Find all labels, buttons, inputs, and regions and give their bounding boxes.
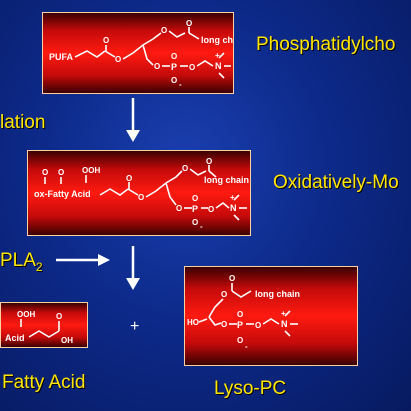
svg-text:O: O: [192, 194, 198, 203]
svg-text:O: O: [182, 164, 188, 173]
svg-text:O: O: [171, 76, 177, 85]
phosphatidylcholine-label: Phosphatidylcho: [256, 34, 396, 55]
svg-text:-: -: [200, 222, 203, 231]
pufa-label: PUFA: [49, 52, 74, 62]
svg-text:O: O: [115, 55, 121, 64]
svg-text:OOH: OOH: [17, 310, 35, 319]
svg-text:O: O: [138, 193, 144, 202]
svg-text:+: +: [281, 309, 286, 318]
long-chain-label: long chain: [255, 289, 300, 299]
svg-text:O: O: [206, 157, 212, 166]
svg-text:O: O: [221, 320, 227, 329]
svg-text:O: O: [189, 63, 195, 72]
plus-sign: +: [130, 318, 140, 335]
svg-text:P: P: [171, 62, 177, 72]
svg-text:N: N: [281, 319, 288, 329]
svg-text:O: O: [42, 168, 48, 177]
svg-text:O: O: [221, 290, 227, 299]
svg-text:O: O: [208, 205, 214, 214]
hydroperoxide-label: OOH: [82, 166, 100, 175]
svg-text:P: P: [237, 320, 243, 330]
phosphatidylcholine-structure: PUFA O O O O long chain O P O O - O N +: [42, 12, 234, 94]
svg-text:-: -: [179, 80, 182, 89]
pla2-right-arrow: [56, 254, 110, 266]
fatty-acid-structure: OOH Acid O OH: [0, 302, 88, 348]
down-arrow-2: [126, 246, 140, 290]
svg-text:O: O: [56, 312, 62, 321]
down-arrow-1: [126, 98, 140, 142]
lyso-pc-structure: O long chain O HO O P O O - O N +: [184, 266, 358, 366]
svg-text:O: O: [171, 52, 177, 61]
svg-text:N: N: [215, 61, 222, 71]
svg-text:O: O: [58, 168, 64, 177]
svg-text:O: O: [186, 19, 192, 28]
acid-label: Acid: [5, 333, 25, 343]
lyso-pc-label: Lyso-PC: [214, 378, 287, 399]
hydroxyl-label: HO: [187, 318, 199, 327]
svg-text:O: O: [126, 174, 132, 183]
ox-fatty-acid-label: ox-Fatty Acid: [34, 189, 91, 199]
oxidized-pc-structure: O O OOH ox-Fatty Acid O O O O long chain…: [27, 150, 251, 236]
svg-text:O: O: [192, 218, 198, 227]
long-chain-label: long chain: [204, 175, 249, 185]
svg-text:-: -: [245, 342, 248, 351]
oxidation-label: lation: [0, 112, 46, 133]
fatty-acid-label: Fatty Acid: [2, 372, 86, 393]
svg-text:+: +: [230, 193, 235, 202]
oxidatively-modified-label: Oxidatively-Mo: [273, 172, 399, 193]
svg-text:O: O: [255, 321, 261, 330]
svg-text:O: O: [176, 204, 182, 213]
svg-text:P: P: [192, 204, 198, 214]
svg-text:O: O: [237, 336, 243, 345]
long-chain-label: long chain: [201, 35, 234, 45]
svg-text:OH: OH: [61, 336, 73, 345]
pla2-label: PLA2: [0, 250, 43, 274]
svg-text:O: O: [103, 36, 109, 45]
svg-text:+: +: [215, 51, 220, 60]
svg-text:O: O: [161, 26, 167, 35]
svg-text:N: N: [230, 203, 237, 213]
svg-text:O: O: [229, 274, 235, 283]
svg-text:O: O: [237, 310, 243, 319]
svg-text:O: O: [154, 62, 160, 71]
